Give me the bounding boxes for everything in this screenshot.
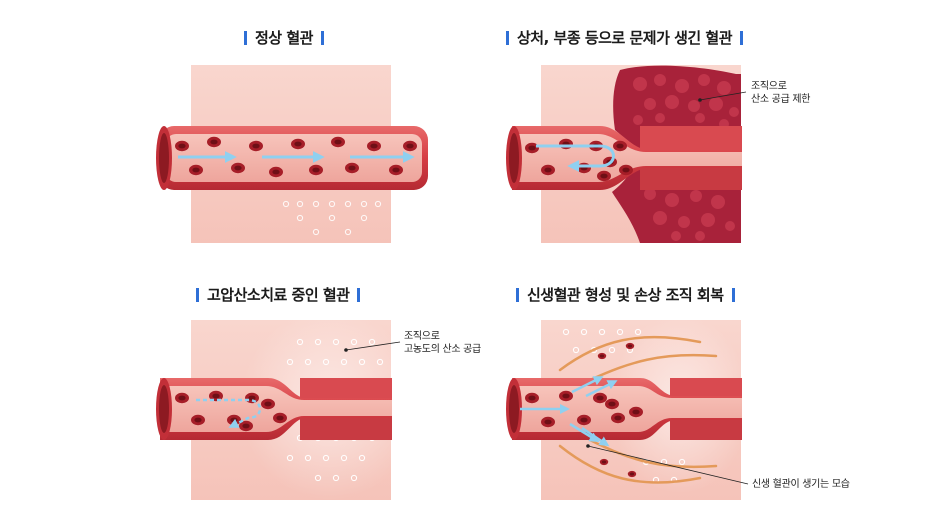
- panel-damaged: [506, 65, 747, 244]
- panel-title-hbot-text: 고압산소치료 중인 혈관: [207, 286, 350, 304]
- panel-recovery: [506, 314, 750, 500]
- panel-title-hbot: 고압산소치료 중인 혈관: [188, 284, 368, 305]
- panel-title-damaged-text: 상처, 부종 등으로 문제가 생긴 혈관: [517, 29, 733, 47]
- panel-title-damaged: 상처, 부종 등으로 문제가 생긴 혈관: [498, 27, 751, 48]
- panel-hbot: [156, 308, 420, 500]
- title-bar-left: [244, 31, 247, 45]
- title-bar-right: [357, 288, 361, 302]
- panel-title-recovery: 신생혈관 형성 및 손상 조직 회복: [508, 284, 743, 305]
- damaged-cell-texture: [633, 74, 739, 241]
- vessel-lumen: [518, 386, 742, 432]
- flow-arrow: [196, 398, 262, 428]
- callout-damaged: 조직으로 산소 공급 제한: [751, 80, 810, 106]
- callout-line: [587, 445, 749, 485]
- title-bar-right: [731, 288, 735, 302]
- title-bar-right: [320, 31, 324, 45]
- title-bar-left: [196, 288, 199, 302]
- callout-damaged-line2: 산소 공급 제한: [751, 94, 811, 105]
- panel-title-recovery-text: 신생혈관 형성 및 손상 조직 회복: [527, 286, 724, 304]
- callout-recovery-text: 신생 혈관이 생기는 모습: [752, 479, 850, 490]
- callout-hbot: 조직으로 고농도의 산소 공급: [404, 330, 481, 356]
- callout-hbot-line1: 조직으로: [404, 331, 440, 342]
- callout-hbot-line2: 고농도의 산소 공급: [404, 344, 481, 355]
- panel-title-normal-text: 정상 혈관: [255, 29, 313, 47]
- blocked-flow-arrow: [536, 144, 615, 172]
- callout-damaged-line1: 조직으로: [751, 81, 787, 92]
- callout-recovery: 신생 혈관이 생기는 모습: [752, 478, 850, 491]
- callout-line: [699, 91, 747, 101]
- title-bar-right: [740, 31, 744, 45]
- new-capillaries: [558, 335, 718, 484]
- title-bar-left: [506, 31, 509, 45]
- callout-line: [345, 341, 401, 351]
- panel-title-normal: 정상 혈관: [236, 27, 332, 48]
- panel-normal: [156, 65, 428, 243]
- title-bar-left: [516, 288, 519, 302]
- flow-arrows: [520, 376, 618, 447]
